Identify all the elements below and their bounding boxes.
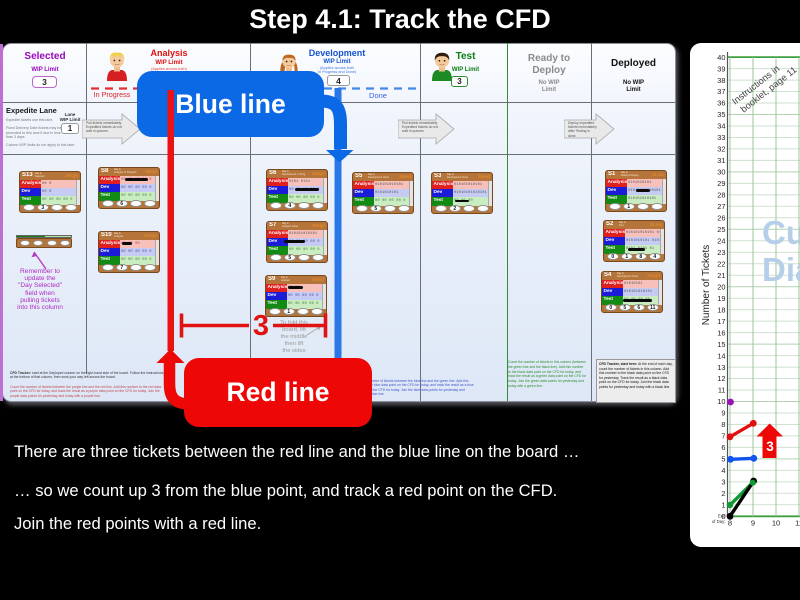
svg-text:of Day:: of Day: bbox=[712, 519, 726, 524]
svg-text:19: 19 bbox=[717, 294, 725, 303]
svg-text:End: End bbox=[718, 514, 726, 519]
svg-text:Cumulative: Cumulative bbox=[762, 214, 800, 251]
svg-text:Red line: Red line bbox=[226, 377, 329, 407]
svg-text:4: 4 bbox=[721, 466, 725, 475]
svg-text:0: 0 bbox=[721, 512, 725, 521]
svg-text:3: 3 bbox=[253, 310, 269, 342]
svg-text:9: 9 bbox=[751, 519, 755, 528]
svg-text:2: 2 bbox=[721, 489, 725, 498]
svg-text:34: 34 bbox=[717, 122, 725, 131]
svg-text:24: 24 bbox=[717, 237, 725, 246]
svg-text:35: 35 bbox=[717, 110, 725, 119]
svg-text:20: 20 bbox=[717, 282, 725, 291]
svg-text:12: 12 bbox=[717, 374, 725, 383]
svg-text:40: 40 bbox=[717, 53, 725, 62]
svg-text:36: 36 bbox=[717, 99, 725, 108]
svg-text:1: 1 bbox=[721, 501, 725, 510]
svg-text:32: 32 bbox=[717, 145, 725, 154]
svg-text:28: 28 bbox=[717, 191, 725, 200]
svg-text:29: 29 bbox=[717, 179, 725, 188]
svg-text:Blue line: Blue line bbox=[175, 89, 285, 119]
svg-text:23: 23 bbox=[717, 248, 725, 257]
svg-text:22: 22 bbox=[717, 259, 725, 268]
svg-text:8: 8 bbox=[721, 420, 725, 429]
svg-text:37: 37 bbox=[717, 87, 725, 96]
svg-text:18: 18 bbox=[717, 305, 725, 314]
svg-text:8: 8 bbox=[728, 519, 732, 528]
svg-text:5: 5 bbox=[721, 455, 725, 464]
svg-text:14: 14 bbox=[717, 351, 725, 360]
svg-text:26: 26 bbox=[717, 214, 725, 223]
svg-text:Number of Tickets: Number of Tickets bbox=[701, 245, 712, 326]
svg-text:33: 33 bbox=[717, 133, 725, 142]
svg-text:21: 21 bbox=[717, 271, 725, 280]
svg-text:10: 10 bbox=[717, 397, 725, 406]
svg-text:7: 7 bbox=[721, 432, 725, 441]
svg-text:16: 16 bbox=[717, 328, 725, 337]
svg-text:3: 3 bbox=[766, 439, 774, 454]
svg-text:11: 11 bbox=[795, 519, 800, 528]
svg-text:17: 17 bbox=[717, 317, 725, 326]
svg-text:3: 3 bbox=[721, 478, 725, 487]
svg-text:11: 11 bbox=[718, 386, 726, 395]
svg-text:31: 31 bbox=[717, 156, 725, 165]
svg-text:38: 38 bbox=[717, 76, 725, 85]
svg-text:Diagram: Diagram bbox=[762, 251, 800, 288]
svg-text:15: 15 bbox=[717, 340, 725, 349]
svg-text:13: 13 bbox=[717, 363, 725, 372]
svg-text:10: 10 bbox=[772, 519, 780, 528]
svg-text:39: 39 bbox=[717, 64, 725, 73]
svg-text:25: 25 bbox=[717, 225, 725, 234]
svg-text:9: 9 bbox=[721, 409, 725, 418]
svg-text:30: 30 bbox=[717, 168, 725, 177]
svg-text:6: 6 bbox=[721, 443, 725, 452]
svg-text:27: 27 bbox=[717, 202, 725, 211]
